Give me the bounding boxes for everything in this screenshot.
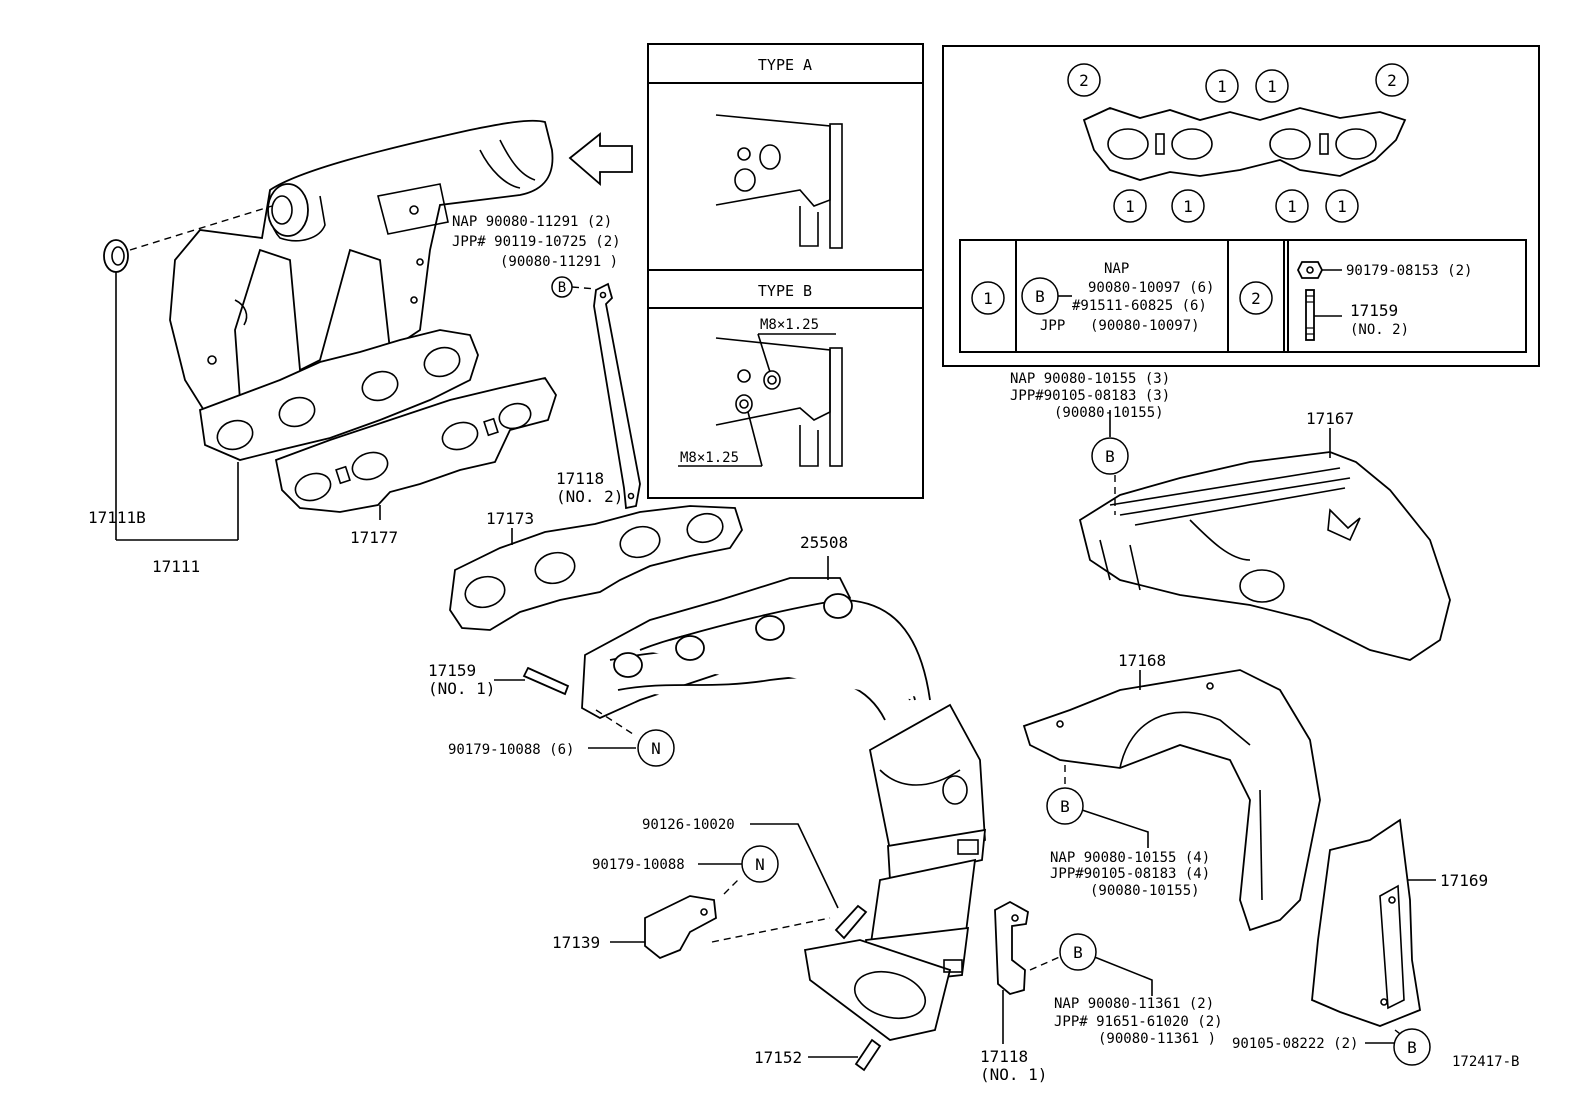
symbol-b-label: B bbox=[1035, 287, 1045, 306]
legend-stud-pn: 17159 bbox=[1350, 301, 1398, 320]
symbol-b-label: B bbox=[558, 280, 566, 296]
note-heat-upper: NAP 90080-10155 (3) JPP#90105-08183 (3) … bbox=[1010, 371, 1170, 421]
legend-nap-pn: 90080-10097 (6) bbox=[1088, 280, 1214, 296]
label-17118-no1: 17118 bbox=[980, 1047, 1028, 1066]
svg-text:(90080-10155): (90080-10155) bbox=[1090, 883, 1200, 899]
label-17173: 17173 bbox=[486, 509, 534, 528]
label-17159-no1-sub: (NO. 1) bbox=[428, 679, 495, 698]
gasket-17173-drawing bbox=[449, 505, 743, 631]
label-90179-10088: 90179-10088 bbox=[592, 857, 685, 873]
stay-17118-no1-drawing bbox=[994, 900, 1029, 995]
note-heat-mid: NAP 90080-10155 (4) JPP#90105-08183 (4) … bbox=[1050, 850, 1210, 899]
svg-text:(90080-11361 ): (90080-11361 ) bbox=[1098, 1031, 1216, 1047]
label-17169: 17169 bbox=[1440, 871, 1488, 890]
svg-text:JPP#90105-08183 (3): JPP#90105-08183 (3) bbox=[1010, 388, 1170, 404]
view-direction-arrow bbox=[568, 132, 633, 186]
symbol-b-intake: B bbox=[551, 276, 573, 298]
type-a-title: TYPE A bbox=[758, 56, 812, 74]
svg-text:NAP 90080-11361 (2): NAP 90080-11361 (2) bbox=[1054, 996, 1214, 1012]
symbol-b-legend: B bbox=[1021, 277, 1059, 315]
type-b-title: TYPE B bbox=[758, 282, 812, 300]
label-17168: 17168 bbox=[1118, 651, 1166, 670]
symbol-b-17169: B bbox=[1393, 1028, 1431, 1066]
legend-jpp: JPP bbox=[1040, 318, 1065, 334]
label-17111b: 17111B bbox=[88, 508, 146, 527]
svg-text:1: 1 bbox=[1217, 77, 1227, 96]
stud-17152 bbox=[854, 1038, 882, 1072]
exhaust-manifold-25508-drawing bbox=[581, 577, 987, 1041]
intake-manifold-drawing bbox=[103, 119, 554, 461]
label-90179-10088-6: 90179-10088 (6) bbox=[448, 742, 574, 758]
label-17167: 17167 bbox=[1306, 409, 1354, 428]
svg-text:(90080-10155): (90080-10155) bbox=[1054, 405, 1164, 421]
svg-text:(90080-11291 ): (90080-11291 ) bbox=[500, 254, 618, 270]
legend-nut-pn: 90179-08153 (2) bbox=[1346, 263, 1472, 279]
figure-code: 172417-B bbox=[1452, 1054, 1519, 1070]
note-intake: NAP 90080-11291 (2) JPP# 90119-10725 (2)… bbox=[452, 214, 621, 270]
heat-insulator-17168-drawing bbox=[1022, 669, 1321, 932]
stud-17159-no1 bbox=[522, 666, 570, 696]
label-17177: 17177 bbox=[350, 528, 398, 547]
svg-text:NAP 90080-10155 (3): NAP 90080-10155 (3) bbox=[1010, 371, 1170, 387]
svg-text:NAP 90080-10155 (4): NAP 90080-10155 (4) bbox=[1050, 850, 1210, 866]
legend-nap: NAP bbox=[1104, 261, 1129, 277]
svg-text:2: 2 bbox=[1387, 71, 1397, 90]
svg-text:1: 1 bbox=[983, 289, 993, 308]
svg-text:JPP#90105-08183 (4): JPP#90105-08183 (4) bbox=[1050, 866, 1210, 882]
thread-spec-lower: M8×1.25 bbox=[680, 450, 739, 466]
label-17118-no2: 17118 bbox=[556, 469, 604, 488]
legend-hash-pn: #91511-60825 (6) bbox=[1072, 298, 1207, 314]
symbol-n-label: N bbox=[651, 739, 661, 758]
type-detail-panel bbox=[647, 43, 924, 499]
heat-insulator-17167-drawing bbox=[1078, 451, 1451, 661]
symbol-b-bracket: B bbox=[1059, 933, 1097, 971]
note-bracket: NAP 90080-11361 (2) JPP# 91651-61020 (2)… bbox=[1054, 996, 1223, 1047]
svg-text:2: 2 bbox=[1079, 71, 1089, 90]
symbol-b-heat-upper: B bbox=[1091, 437, 1129, 475]
label-17159-no1: 17159 bbox=[428, 661, 476, 680]
label-17152: 17152 bbox=[754, 1048, 802, 1067]
legend-jpp-pn: (90080-10097) bbox=[1090, 318, 1200, 334]
label-25508: 25508 bbox=[800, 533, 848, 552]
svg-text:JPP# 91651-61020 (2): JPP# 91651-61020 (2) bbox=[1054, 1014, 1223, 1030]
symbol-b-label: B bbox=[1060, 797, 1070, 816]
symbol-b-label: B bbox=[1105, 447, 1115, 466]
svg-text:1: 1 bbox=[1183, 197, 1193, 216]
gasket-legend-panel bbox=[942, 45, 1540, 367]
svg-text:1: 1 bbox=[1267, 77, 1277, 96]
svg-text:1: 1 bbox=[1125, 197, 1135, 216]
symbol-n-upper: N bbox=[637, 729, 675, 767]
stud-90126-10020 bbox=[834, 904, 868, 940]
gasket-17177-drawing bbox=[274, 376, 557, 513]
heat-insulator-17169-drawing bbox=[1311, 818, 1422, 1027]
svg-text:JPP# 90119-10725 (2): JPP# 90119-10725 (2) bbox=[452, 234, 621, 250]
symbol-n-label: N bbox=[755, 855, 765, 874]
stay-17118-no2-drawing bbox=[593, 282, 641, 510]
symbol-b-label: B bbox=[1407, 1038, 1417, 1057]
symbol-b-label: B bbox=[1073, 943, 1083, 962]
thread-spec-upper: M8×1.25 bbox=[760, 317, 819, 333]
gasket-markers: 2 1 1 2 1 1 1 1 1 2 bbox=[971, 63, 1409, 315]
label-17118-no2-sub: (NO. 2) bbox=[556, 487, 623, 506]
symbol-n-lower: N bbox=[741, 845, 779, 883]
label-17139: 17139 bbox=[552, 933, 600, 952]
svg-text:NAP 90080-11291 (2): NAP 90080-11291 (2) bbox=[452, 214, 612, 230]
svg-text:2: 2 bbox=[1251, 289, 1261, 308]
label-90105-08222: 90105-08222 (2) bbox=[1232, 1036, 1358, 1052]
label-17118-no1-sub: (NO. 1) bbox=[980, 1065, 1047, 1084]
svg-text:1: 1 bbox=[1287, 197, 1297, 216]
label-90126-10020: 90126-10020 bbox=[642, 817, 735, 833]
label-17111: 17111 bbox=[152, 557, 200, 576]
svg-text:1: 1 bbox=[1337, 197, 1347, 216]
symbol-b-heat-mid: B bbox=[1046, 787, 1084, 825]
legend-stud-sub: (NO. 2) bbox=[1350, 322, 1409, 338]
bracket-17139-drawing bbox=[644, 895, 717, 960]
